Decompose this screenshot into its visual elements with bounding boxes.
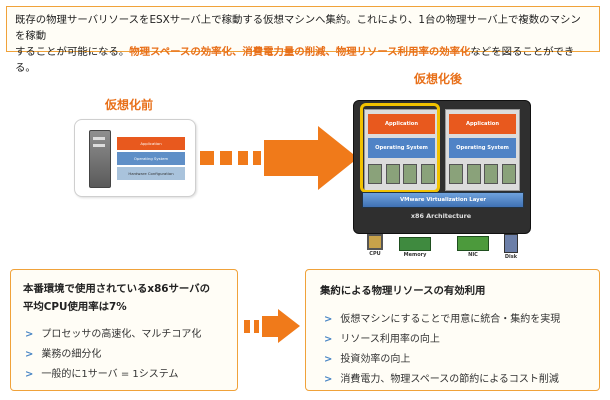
after-title: 仮想化後 <box>414 72 463 86</box>
intro-tail: などを図ることができる。 <box>15 46 575 74</box>
before-os-layer: Operating System <box>117 152 185 165</box>
right-heading: 集約による物理リソースの有効利用 <box>320 285 486 297</box>
cpu-item: CPU <box>362 234 388 264</box>
chip-icon <box>484 164 499 184</box>
before-hw-layer: Hardware Configuration <box>117 167 185 180</box>
bullet-marker-icon: > <box>324 354 333 365</box>
nic-icon <box>457 236 489 251</box>
bullet-marker-icon: > <box>25 369 34 380</box>
left-heading-2: 平均CPU使用率は7% <box>23 301 127 313</box>
list-item-text: 一般的に1サーバ = 1システム <box>41 369 179 380</box>
memory-icon <box>399 237 431 251</box>
list-item-text: リソース利用率の向上 <box>340 334 440 345</box>
server-tower-icon <box>89 130 111 188</box>
right-summary-box: 集約による物理リソースの有効利用 > 仮想マシンにすることで用意に統合・集約を実現… <box>305 269 600 391</box>
list-item-text: 業務の細分化 <box>41 349 102 360</box>
intro-line-1: 既存の物理サーバリソースをESXサーバ上で稼動する仮想マシンへ集約。これにより、… <box>15 14 581 42</box>
memory-item: Memory <box>398 234 432 264</box>
main-arrow-body <box>264 140 320 176</box>
nic-label: NIC <box>468 252 478 258</box>
before-server-panel: Application Operating System Hardware Co… <box>74 119 196 197</box>
bullet-marker-icon: > <box>25 329 34 340</box>
before-title: 仮想化前 <box>105 98 154 112</box>
list-item: > 投資効率の向上 <box>324 350 410 365</box>
cpu-label: CPU <box>369 251 381 257</box>
vm1-hardware <box>368 164 435 184</box>
vm-highlight-outline <box>360 103 440 193</box>
vm1-app-layer: Application <box>368 114 435 134</box>
arrow-dash <box>254 320 259 333</box>
before-app-layer: Application <box>117 137 185 150</box>
arrow-dash <box>200 151 214 165</box>
arrow-dash <box>238 151 248 165</box>
list-item: > 仮想マシンにすることで用意に統合・集約を実現 <box>324 310 560 325</box>
arrow-dash <box>220 151 232 165</box>
arrow-dash <box>253 151 261 165</box>
intro-line-2: することが可能になる。物理スペースの効率化、消費電力量の削減、物理リソース利用率… <box>15 44 591 76</box>
chip-icon <box>466 164 481 184</box>
intro-box: 既存の物理サーバリソースをESXサーバ上で稼動する仮想マシンへ集約。これにより、… <box>6 6 600 74</box>
chip-icon <box>385 164 400 184</box>
list-item: > プロセッサの高速化、マルチコア化 <box>25 325 201 340</box>
disk-item: Disk <box>500 234 522 264</box>
before-stack: Application Operating System Hardware Co… <box>117 137 185 182</box>
chip-icon <box>368 164 382 184</box>
disk-label: Disk <box>504 254 518 260</box>
bullet-marker-icon: > <box>25 349 34 360</box>
intro-lead: することが可能になる。 <box>15 46 130 58</box>
chip-icon <box>420 164 435 184</box>
list-item: > 消費電力、物理スペースの節約によるコスト削減 <box>324 370 559 385</box>
bullet-marker-icon: > <box>324 374 333 385</box>
chip-icon <box>449 164 463 184</box>
mid-arrow-head-icon <box>278 309 300 343</box>
nic-item: NIC <box>456 234 490 264</box>
list-item-text: 仮想マシンにすることで用意に統合・集約を実現 <box>340 314 561 325</box>
memory-label: Memory <box>403 252 427 258</box>
bullet-marker-icon: > <box>324 334 333 345</box>
chip-icon <box>403 164 418 184</box>
main-arrow-head-icon <box>318 126 358 190</box>
chip-icon <box>501 164 516 184</box>
list-item: > 一般的に1サーバ = 1システム <box>25 365 178 380</box>
arrow-dash <box>244 320 250 333</box>
left-summary-box: 本番環境で使用されているx86サーバの 平均CPU使用率は7% > プロセッサの高… <box>10 269 238 391</box>
vm2-hardware <box>449 164 516 184</box>
virtualization-layer: VMware Virtualization Layer <box>362 192 524 208</box>
vm2-os-layer: Operating System <box>449 138 516 158</box>
mid-arrow-body <box>262 316 280 337</box>
bullet-marker-icon: > <box>324 314 333 325</box>
list-item: > リソース利用率の向上 <box>324 330 440 345</box>
cpu-icon <box>367 234 383 250</box>
vm2-app-layer: Application <box>449 114 516 134</box>
list-item-text: 投資効率の向上 <box>340 354 411 365</box>
disk-icon <box>504 234 518 253</box>
virtual-machine-2: Application Operating System <box>445 109 520 191</box>
vm1-os-layer: Operating System <box>368 138 435 158</box>
list-item-text: 消費電力、物理スペースの節約によるコスト削減 <box>340 374 559 385</box>
intro-highlight: 物理スペースの効率化、消費電力量の削減、物理リソース利用率の効率化 <box>129 46 471 58</box>
list-item-text: プロセッサの高速化、マルチコア化 <box>41 329 202 340</box>
list-item: > 業務の細分化 <box>25 345 101 360</box>
x86-architecture-label: x86 Architecture <box>410 212 472 220</box>
hardware-icons: CPU Memory NIC Disk <box>356 234 526 264</box>
left-heading-1: 本番環境で使用されているx86サーバの <box>23 283 210 295</box>
